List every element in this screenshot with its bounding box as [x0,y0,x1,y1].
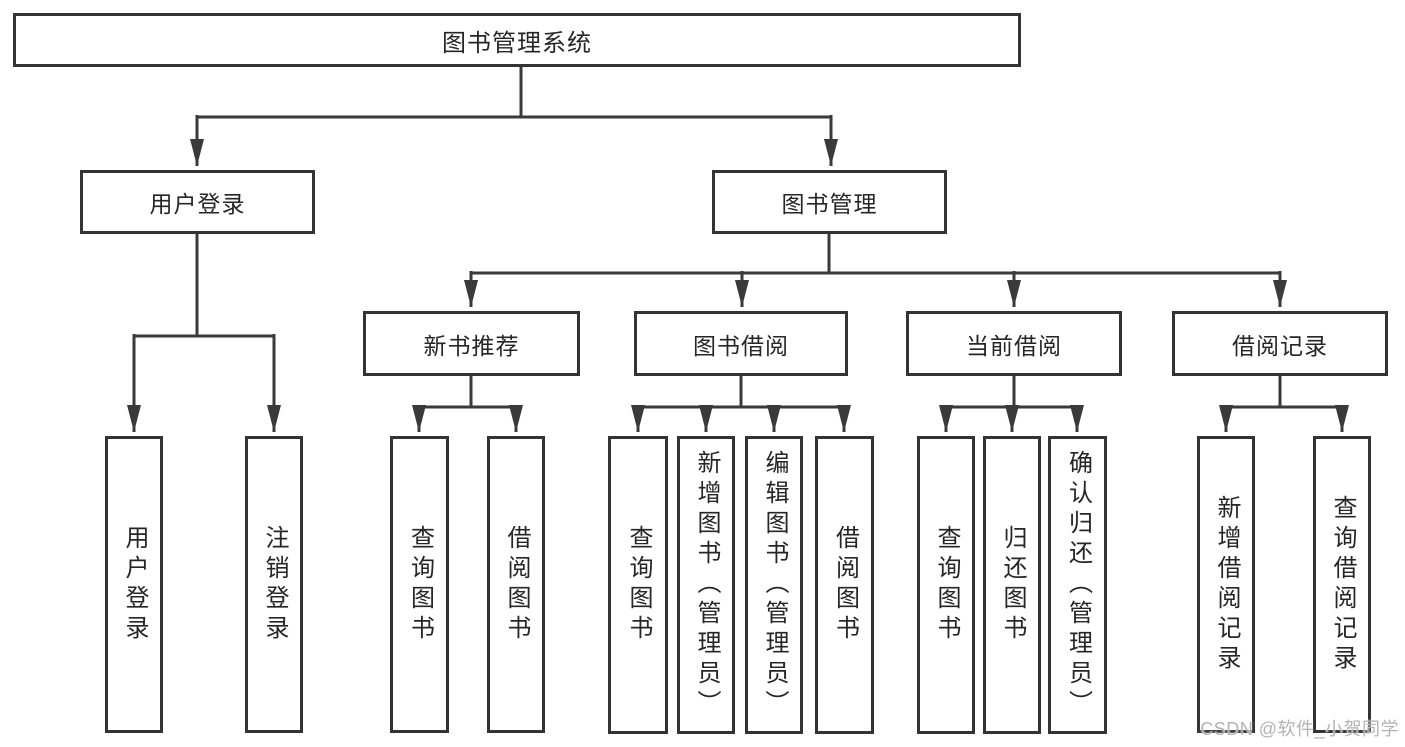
leaf-borrow-edit-books-admin: 编辑图书（管理员） [745,436,803,734]
leaf-borrow-edit-books-admin-label: 编辑图书（管理员） [761,450,788,720]
node-new-book-recommend: 新书推荐 [363,311,580,376]
leaf-user-login-label: 用户登录 [121,524,148,645]
leaf-borrow-query-books: 查询图书 [608,436,668,734]
leaf-logout: 注销登录 [245,436,303,733]
node-current-borrowing: 当前借阅 [906,311,1122,376]
node-book-management: 图书管理 [712,170,947,234]
leaf-records-add-record-label: 新增借阅记录 [1213,494,1240,675]
node-borrowing-records: 借阅记录 [1172,311,1388,376]
leaf-records-add-record: 新增借阅记录 [1197,436,1255,733]
leaf-newrec-borrow-books-label: 借阅图书 [503,524,530,645]
leaf-records-query-record: 查询借阅记录 [1313,436,1371,733]
csdn-watermark: CSDN @软件_小贺同学 [1200,719,1399,739]
node-book-borrowing: 图书借阅 [634,311,848,376]
leaf-borrow-add-books-admin-label: 新增图书（管理员） [693,450,720,720]
leaf-newrec-borrow-books: 借阅图书 [487,436,545,733]
leaf-newrec-query-books-label: 查询图书 [406,524,434,645]
leaf-current-return-books-label: 归还图书 [999,525,1026,645]
leaf-records-query-record-label: 查询借阅记录 [1329,494,1356,675]
leaf-user-login: 用户登录 [105,436,163,733]
node-user-login: 用户登录 [80,170,315,234]
leaf-borrow-query-books-label: 查询图书 [625,525,652,645]
leaf-current-confirm-return-admin-label: 确认归还（管理员） [1064,450,1092,720]
leaf-current-confirm-return-admin: 确认归还（管理员） [1048,436,1107,734]
leaf-borrow-borrow-books-label: 借阅图书 [831,525,859,645]
node-root-library-system: 图书管理系统 [13,13,1021,67]
leaf-current-query-books-label: 查询图书 [933,525,960,645]
leaf-current-return-books: 归还图书 [983,436,1041,734]
leaf-borrow-add-books-admin: 新增图书（管理员） [677,436,735,734]
leaf-borrow-borrow-books: 借阅图书 [815,436,874,734]
leaf-newrec-query-books: 查询图书 [390,436,449,733]
leaf-current-query-books: 查询图书 [917,436,975,734]
leaf-logout-label: 注销登录 [261,524,288,645]
